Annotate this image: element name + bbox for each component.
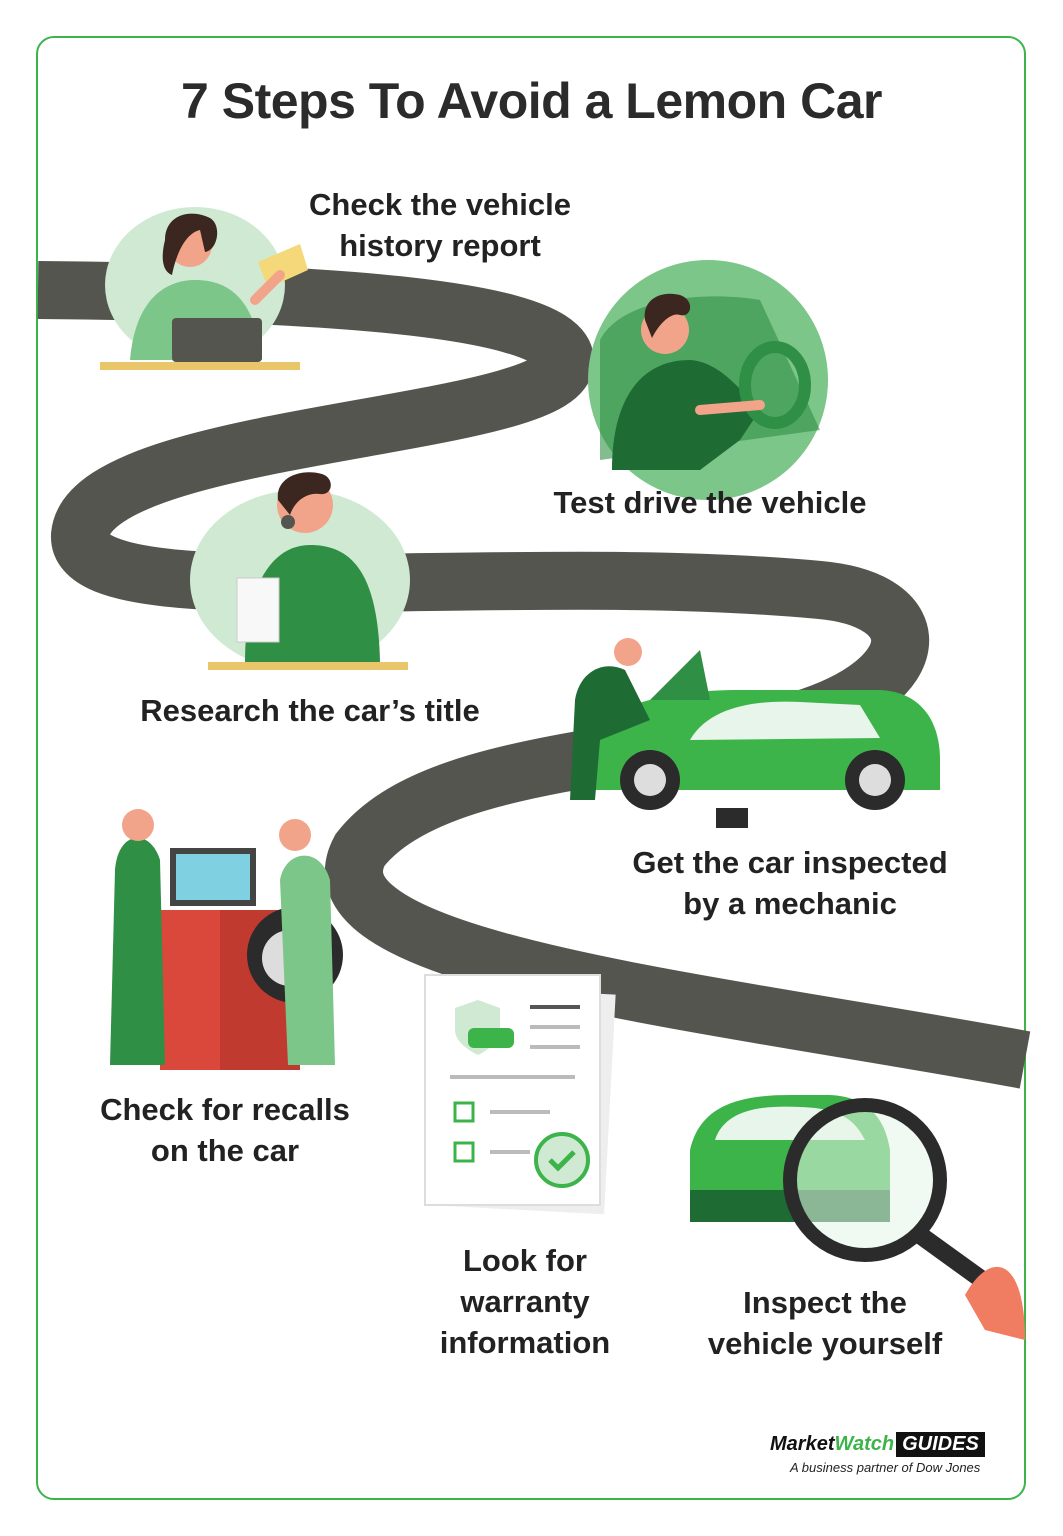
step-inspect-line-1: Inspect the bbox=[743, 1285, 907, 1320]
step-history-line-2: history report bbox=[339, 228, 541, 263]
laptop-woman-icon bbox=[100, 207, 308, 370]
mechanic-car-icon bbox=[570, 638, 940, 828]
magnifier-car-icon bbox=[690, 1095, 1025, 1340]
step-mechanic-line-1: Get the car inspected bbox=[632, 845, 948, 880]
step-title-label: Research the car’s title bbox=[120, 690, 500, 731]
step-warranty-line-1: Look for bbox=[463, 1243, 587, 1278]
step-recalls-label: Check for recalls on the car bbox=[80, 1089, 370, 1171]
tire-machine-icon bbox=[110, 809, 343, 1070]
page-title: 7 Steps To Avoid a Lemon Car bbox=[181, 73, 882, 129]
step-warranty-label: Look for warranty information bbox=[420, 1240, 630, 1363]
phone-man-icon bbox=[190, 472, 410, 670]
step-recalls-line-2: on the car bbox=[150, 1133, 300, 1168]
step-test-drive-label: Test drive the vehicle bbox=[520, 482, 900, 523]
step-history-line-1: Check the vehicle bbox=[309, 187, 571, 222]
brand-guides: GUIDES bbox=[896, 1432, 985, 1457]
step-recalls-line-1: Check for recalls bbox=[100, 1092, 350, 1127]
brand-wordmark: MarketWatch bbox=[770, 1433, 894, 1455]
brand-tagline: A business partner of Dow Jones bbox=[790, 1460, 981, 1475]
warranty-document-icon bbox=[424, 974, 616, 1215]
brand-market: Market bbox=[770, 1433, 835, 1455]
step-title-line-1: Research the car’s title bbox=[140, 693, 480, 728]
winding-road bbox=[37, 261, 1031, 1089]
step-mechanic-line-2: by a mechanic bbox=[683, 886, 897, 921]
step-test-drive-line-1: Test drive the vehicle bbox=[553, 485, 867, 520]
step-mechanic-label: Get the car inspected by a mechanic bbox=[610, 842, 970, 924]
infographic-frame bbox=[36, 36, 1026, 1500]
step-history-label: Check the vehicle history report bbox=[290, 184, 590, 266]
step-warranty-line-3: information bbox=[439, 1325, 611, 1360]
step-inspect-line-2: vehicle yourself bbox=[707, 1326, 943, 1361]
driver-icon bbox=[588, 260, 828, 500]
step-warranty-line-2: warranty bbox=[460, 1284, 590, 1319]
brand-watch: Watch bbox=[834, 1433, 895, 1455]
step-inspect-label: Inspect the vehicle yourself bbox=[690, 1282, 960, 1364]
